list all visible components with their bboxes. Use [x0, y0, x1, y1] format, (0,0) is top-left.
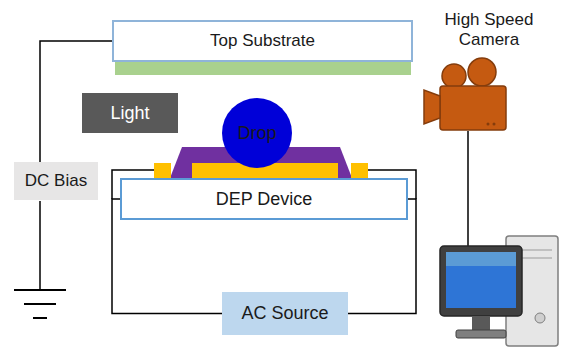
node-label: DEP Device [216, 189, 313, 210]
node-label: Top Substrate [210, 31, 315, 51]
electrode-pad [351, 163, 368, 178]
camera-icon [424, 58, 506, 130]
node-label: Light [110, 103, 149, 124]
dc-bias-box: DC Bias [14, 162, 98, 200]
light-box: Light [82, 93, 178, 133]
substrate-box: Top Substrate [112, 20, 413, 62]
ground-symbol [14, 289, 66, 291]
electrode-pad [154, 163, 171, 178]
drop-circle: Drop [222, 98, 292, 168]
wire [39, 201, 41, 290]
dep-device-box: DEP Device [120, 178, 408, 220]
camera-label: High Speed Camera [424, 6, 554, 54]
node-label: Drop [237, 123, 276, 144]
computer-icon [440, 236, 558, 346]
ground-symbol [24, 303, 56, 305]
node-label: AC Source [241, 303, 328, 324]
node-label: DC Bias [25, 171, 87, 191]
ground-symbol [33, 317, 47, 319]
node-label: High Speed Camera [439, 10, 539, 49]
coating-layer [115, 62, 411, 75]
ac-source-box: AC Source [222, 292, 348, 335]
cable [467, 131, 469, 246]
